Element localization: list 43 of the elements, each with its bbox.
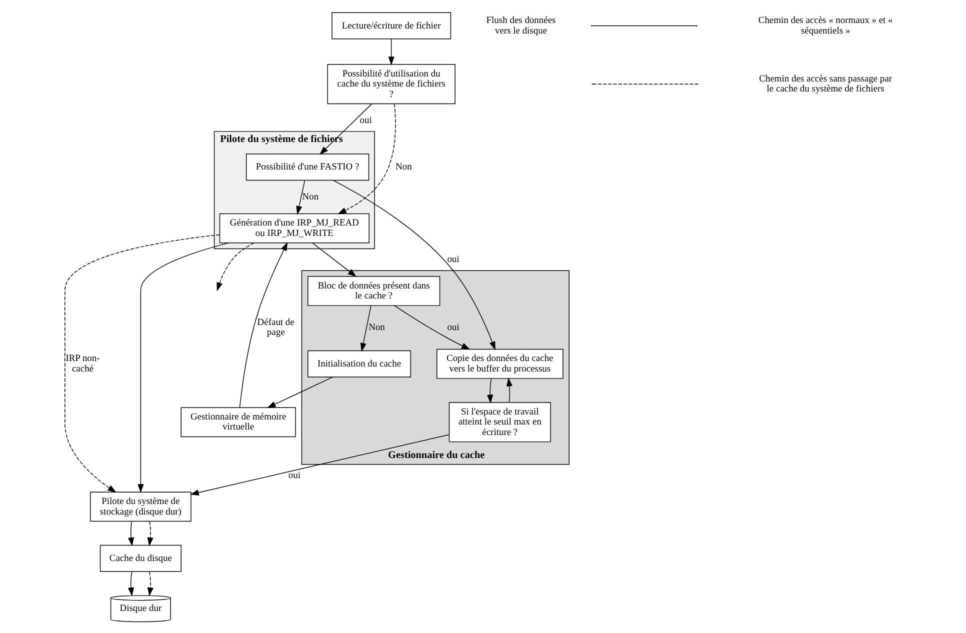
edge-label: Non bbox=[368, 322, 384, 333]
arrow bbox=[360, 305, 371, 352]
node-box: Possibilité d'une FASTIO ? bbox=[245, 154, 369, 181]
edge-label: oui bbox=[288, 470, 300, 481]
arrow bbox=[337, 104, 396, 214]
arrow bbox=[127, 521, 134, 546]
legend-label: Chemin des accès sans passage par le cache du système de fichiers bbox=[758, 74, 892, 95]
arrow bbox=[319, 104, 372, 155]
arrow bbox=[146, 521, 153, 546]
edge-label: Non bbox=[395, 162, 412, 173]
edge-label: oui bbox=[359, 116, 372, 126]
node-box: Cache du disque bbox=[99, 544, 181, 572]
node-box: Copie des données du cache vers le buffer du processus bbox=[436, 348, 563, 379]
arrow bbox=[146, 571, 153, 596]
arrow bbox=[394, 305, 470, 350]
node-box: Si l'espace de travail atteint le seuil max en écriture ? bbox=[448, 402, 550, 442]
arrow bbox=[64, 234, 220, 493]
arrow bbox=[238, 242, 288, 408]
edge-label: oui bbox=[446, 255, 459, 266]
edge-label: IRP non- caché bbox=[65, 354, 100, 374]
arrow bbox=[190, 434, 450, 496]
node-box: Pilote du système de stockage (disque dur) bbox=[90, 492, 191, 522]
node-box: Initialisation du cache bbox=[307, 350, 410, 378]
node-box: Lecture/écriture de fichier bbox=[331, 12, 451, 40]
arrow bbox=[388, 38, 394, 66]
legend-label: Chemin des accès « normaux » et « séquentiels » bbox=[758, 16, 892, 36]
arrow bbox=[332, 180, 495, 350]
arrow bbox=[506, 378, 512, 403]
arrow bbox=[312, 242, 356, 277]
arrow bbox=[127, 571, 134, 596]
edge-label: oui bbox=[446, 322, 459, 333]
arrow bbox=[266, 376, 333, 408]
node-box: Bloc de données présent dans le cache ? bbox=[307, 276, 440, 306]
edge-label: Non bbox=[302, 192, 318, 202]
node-box: Gestionnaire de mémoire virtuelle bbox=[180, 407, 296, 438]
node-box: Génération d'une IRP_MJ_READ ou IRP_MJ_WRITE bbox=[218, 213, 369, 244]
arrow bbox=[137, 242, 228, 493]
edge-label: Défaut de page bbox=[256, 318, 294, 338]
label: Flush des données vers le disque bbox=[486, 16, 556, 36]
arrow bbox=[216, 242, 254, 292]
arrow bbox=[296, 180, 305, 215]
arrow bbox=[486, 378, 493, 404]
node-box: Possibilité d'utilisation du cache du système de fichiers ? bbox=[326, 64, 455, 104]
